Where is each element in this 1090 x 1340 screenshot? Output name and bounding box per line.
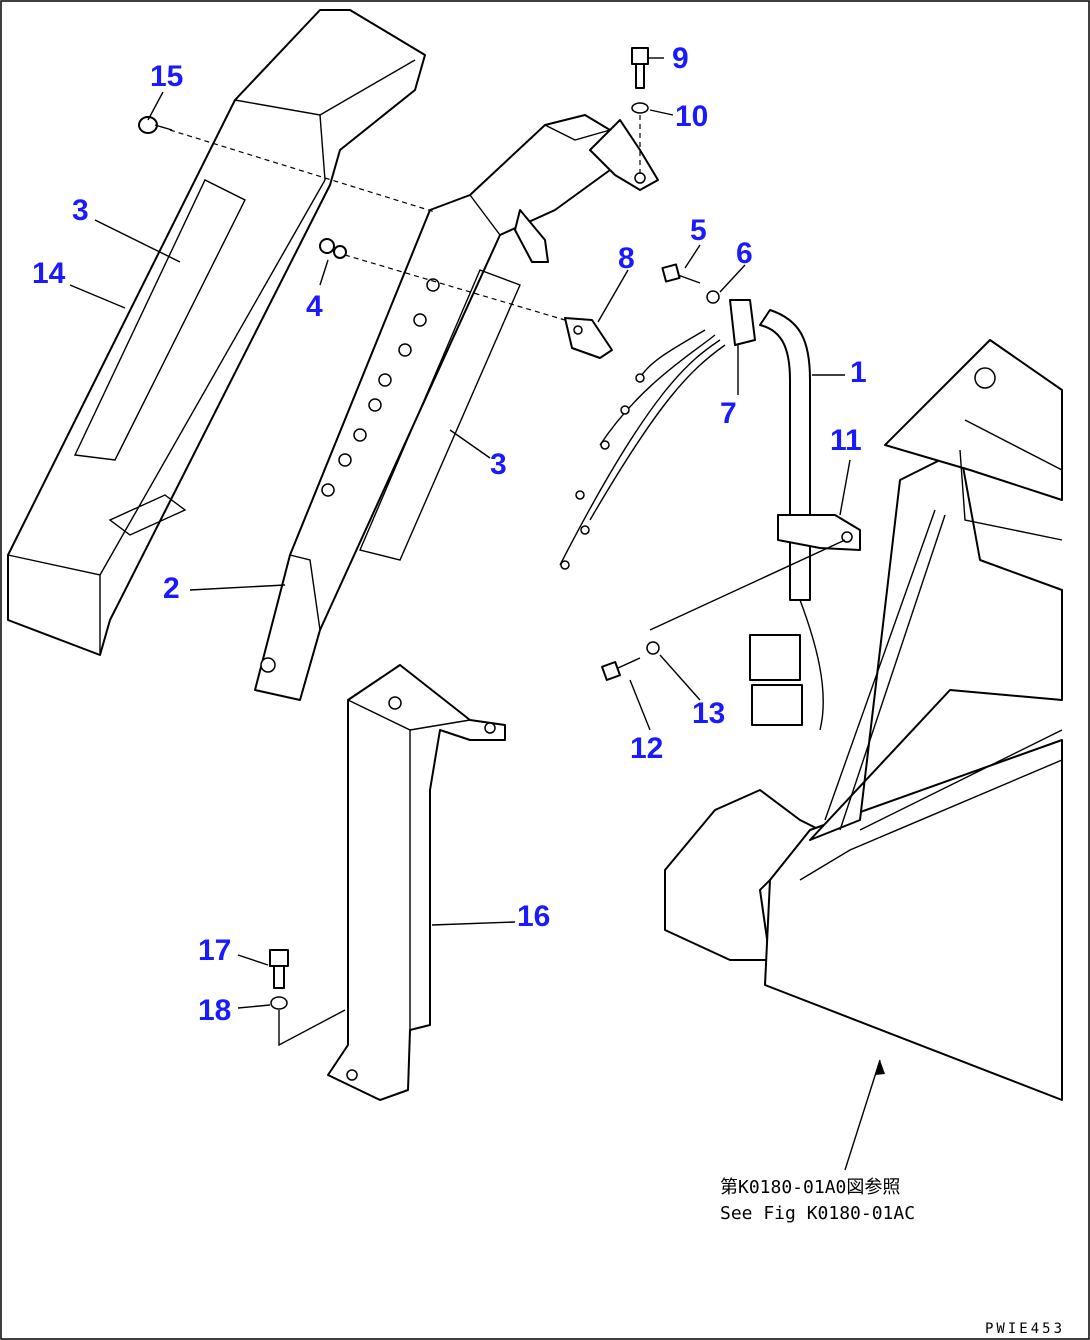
callout-5: 5 <box>690 214 707 247</box>
bolt-9 <box>631 47 649 89</box>
callout-16: 16 <box>517 900 550 933</box>
callout-1: 1 <box>850 356 867 389</box>
screw-15 <box>138 116 173 134</box>
callout-8: 8 <box>618 242 635 275</box>
callout-6: 6 <box>736 237 753 270</box>
callout-2: 2 <box>163 572 180 605</box>
bolt-17 <box>269 949 289 989</box>
stay-16 <box>327 664 506 1101</box>
bolt-5 <box>661 263 701 284</box>
reference-note-en: See Fig K0180-01AC <box>720 1203 915 1224</box>
callout-17: 17 <box>198 934 231 967</box>
washer-18 <box>270 996 288 1010</box>
callout-10: 10 <box>675 100 708 133</box>
drawing-code: PWIE453 <box>985 1321 1065 1337</box>
reference-arrow <box>844 1059 881 1171</box>
callout-11: 11 <box>830 424 862 457</box>
washer-6 <box>706 290 720 304</box>
screw-4 <box>319 238 347 259</box>
leader-lines <box>69 57 851 1009</box>
tab-bracket <box>514 119 659 263</box>
callout-7: 7 <box>720 397 737 430</box>
washer-13 <box>646 641 660 655</box>
callout-3-bracket: 3 <box>490 448 507 481</box>
plate-3 <box>359 269 521 561</box>
callout-3: 3 <box>72 194 89 227</box>
callout-12: 12 <box>630 732 663 765</box>
callout-14: 14 <box>32 257 66 290</box>
callout-13: 13 <box>692 697 725 730</box>
cover-panel-14 <box>7 9 426 656</box>
callout-18: 18 <box>198 994 231 1027</box>
reference-note-jp: 第K0180-01A0図参照 <box>720 1177 900 1198</box>
callout-15: 15 <box>150 60 183 93</box>
relay-8 <box>564 317 613 359</box>
callout-9: 9 <box>672 42 689 75</box>
bolt-12 <box>601 657 641 681</box>
cab-frame <box>664 339 1063 1101</box>
washer-10 <box>631 102 649 114</box>
callout-4: 4 <box>306 290 323 323</box>
